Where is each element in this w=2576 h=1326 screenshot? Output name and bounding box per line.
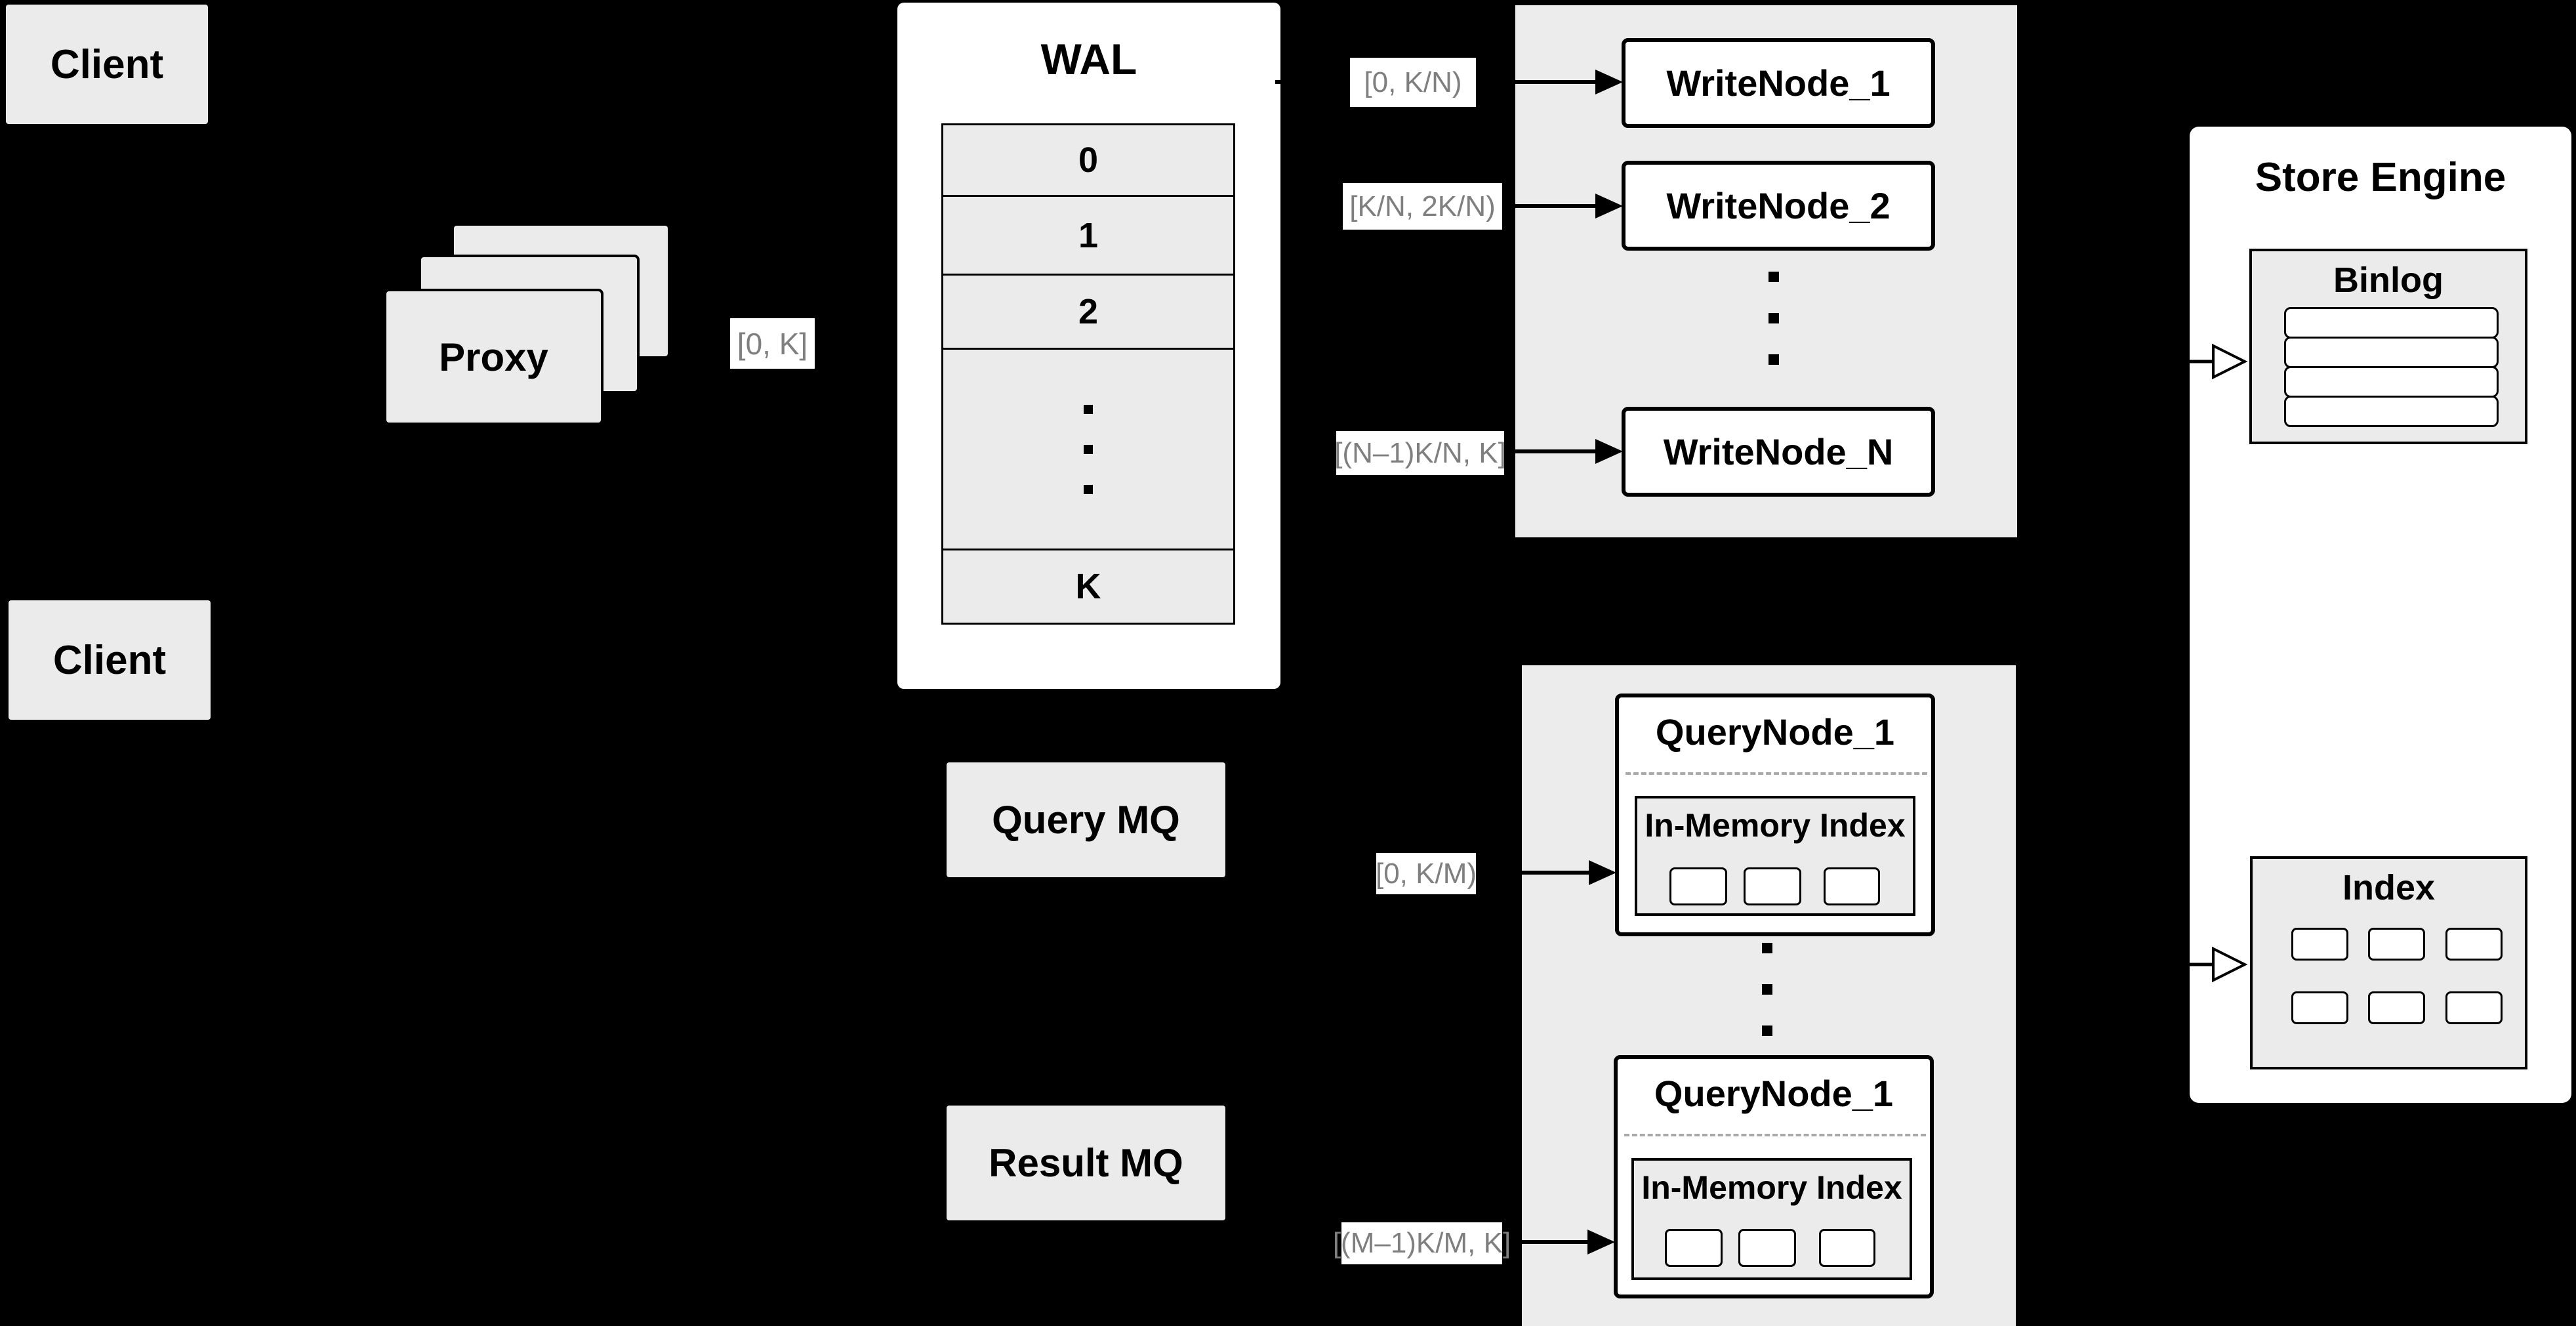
query-node-2-title: QueryNode_1 (1654, 1072, 1894, 1114)
in-memory-index-title-2: In-Memory Index (1641, 1169, 1902, 1206)
query-mq-box: Query MQ (947, 762, 1225, 877)
index-chip (2291, 928, 2348, 961)
proxy-box: Proxy (384, 289, 603, 425)
binlog-row (2284, 307, 2499, 339)
client-bottom-box: Client (9, 600, 211, 720)
result-mq-box: Result MQ (947, 1106, 1225, 1220)
index-chip (2368, 928, 2425, 961)
range-label-m1km-k: [(M–1)K/M, K] (1333, 1222, 1511, 1264)
binlog-row (2284, 366, 2499, 398)
binlog-title: Binlog (2333, 260, 2443, 300)
segment-chip (1665, 1229, 1723, 1267)
vertical-ellipsis-icon (1762, 943, 1772, 1036)
segment-chip (1738, 1229, 1796, 1267)
dashed-divider (1624, 1134, 1926, 1136)
range-label-0-km: [0, K/M) (1376, 853, 1477, 894)
segment-chip (1669, 867, 1727, 905)
index-box (2250, 856, 2527, 1069)
binlog-row (2284, 337, 2499, 368)
range-label-kn-2kn: [K/N, 2K/N) (1343, 183, 1502, 230)
index-chip (2445, 928, 2503, 961)
index-title: Index (2342, 868, 2436, 907)
in-memory-index-title-1: In-Memory Index (1645, 807, 1906, 844)
wal-row-0: 0 (941, 123, 1235, 197)
index-chip (2445, 991, 2503, 1024)
index-chip (2291, 991, 2348, 1024)
range-label-n1kn-k: [(N–1)K/N, K] (1334, 431, 1506, 475)
index-chip (2368, 991, 2425, 1024)
segment-chip (1824, 867, 1880, 905)
client-top-box: Client (6, 5, 208, 124)
dashed-divider (1625, 772, 1927, 775)
write-node-1-box: WriteNode_1 (1622, 38, 1935, 128)
binlog-row (2284, 396, 2499, 427)
wal-row-k: K (941, 549, 1235, 625)
store-engine-title: Store Engine (2255, 154, 2506, 200)
vertical-ellipsis-icon (1084, 404, 1093, 494)
write-node-2-box: WriteNode_2 (1622, 161, 1935, 251)
segment-chip (1819, 1229, 1875, 1267)
range-label-0-k: [0, K] (730, 318, 815, 369)
wal-row-2: 2 (941, 274, 1235, 350)
write-node-n-box: WriteNode_N (1622, 407, 1935, 497)
range-label-0-kn: [0, K/N) (1350, 58, 1476, 107)
query-node-1-title: QueryNode_1 (1655, 711, 1895, 753)
segment-chip (1744, 867, 1801, 905)
wal-row-1: 1 (941, 195, 1235, 276)
vertical-ellipsis-icon (1768, 272, 1779, 365)
wal-row-ellipsis (941, 348, 1235, 550)
wal-title: WAL (1040, 35, 1137, 83)
